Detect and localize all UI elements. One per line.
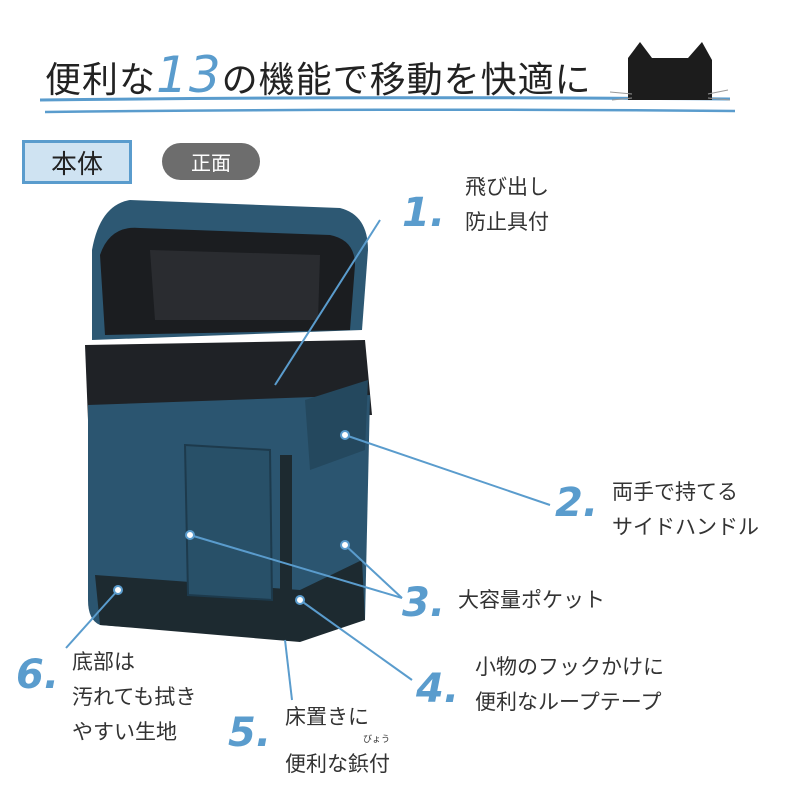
callout-4-text: 小物のフックかけに便利なループテープ [475,650,664,720]
page-title: 便利な13の機能で移動を快適に [45,46,592,104]
line: 防止具付 [465,210,549,234]
title-text: 便利な [45,60,157,101]
tag-main-body: 本体 [22,140,132,184]
backpack-image [85,200,372,642]
callout-2-text: 両手で持てるサイドハンドル [612,475,759,545]
title-number: 13 [156,46,222,104]
callout-3-number: 3. [402,580,446,626]
line: 底部は [72,650,135,674]
line: 便利なループテープ [475,690,662,714]
line: 両手で持てる [612,480,738,504]
callout-6-number: 6. [16,652,60,698]
callout-3-text: 大容量ポケット [458,583,605,618]
callout-4-number: 4. [416,666,460,712]
line: 便利な鋲付 [285,752,390,776]
title-text-rest: の機能で移動を快適に [221,60,592,101]
callout-2-number: 2. [555,480,599,526]
callout-1-number: 1. [402,190,446,236]
line: サイドハンドル [612,515,759,539]
tag-front-view: 正面 [162,143,260,180]
line: やすい生地 [72,720,177,744]
callout-lines [65,219,551,701]
cat-icon [609,42,731,101]
callout-6-text: 底部は汚れても拭きやすい生地 [72,645,196,750]
line: 汚れても拭き [72,685,197,709]
line: 飛び出し [465,175,549,199]
callout-5-text: 床置きに便利な鋲付 [285,700,390,782]
ruby-reading: びょう [363,735,391,745]
callout-1-text: 飛び出し防止具付 [465,170,549,240]
line: 小物のフックかけに [475,655,664,679]
line: 床置きに [285,705,369,729]
callout-5-number: 5. [228,710,272,756]
line: 大容量ポケット [458,588,605,612]
